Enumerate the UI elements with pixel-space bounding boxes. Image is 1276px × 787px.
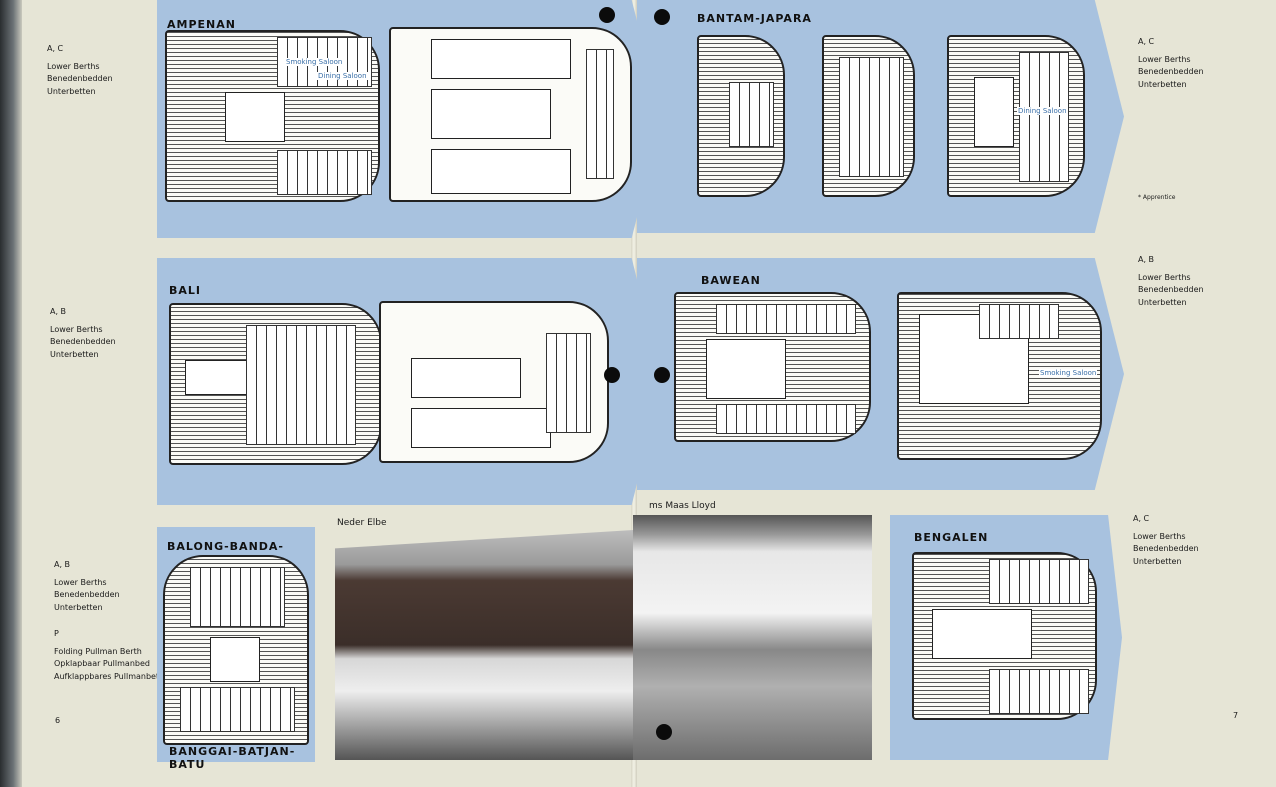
panel-bantam-japara: BANTAM-JAPARA Dining Saloon bbox=[637, 0, 1124, 233]
deck-plan bbox=[379, 301, 609, 463]
legend-key: A, C bbox=[1138, 37, 1155, 46]
legend-line: Folding Pullman Berth bbox=[54, 646, 142, 656]
ship-name: BENGALEN bbox=[914, 531, 989, 544]
binder-hole bbox=[654, 367, 670, 383]
room-label-smoking: Smoking Saloon bbox=[285, 58, 344, 66]
page-number: 7 bbox=[1233, 711, 1239, 720]
ship-name: BAWEAN bbox=[701, 274, 761, 287]
deck-plan: Dining Saloon bbox=[947, 35, 1085, 197]
binder-hole bbox=[599, 7, 615, 23]
binder-hole bbox=[654, 9, 670, 25]
legend-line: Unterbetten bbox=[47, 86, 96, 96]
deck-plan bbox=[389, 27, 632, 202]
room-label-dining: Dining Saloon bbox=[1017, 107, 1068, 115]
legend-line: Unterbetten bbox=[1138, 79, 1187, 89]
legend-line: Benedenbedden bbox=[54, 590, 120, 599]
legend-key: A, C bbox=[1133, 514, 1150, 523]
legend-ac-right-2: A, C Lower Berths Benedenbedden Unterbet… bbox=[1133, 513, 1199, 568]
deck-plan bbox=[697, 35, 785, 197]
legend-line: Lower Berths bbox=[1133, 531, 1186, 541]
panel-bengalen: BENGALEN bbox=[890, 515, 1122, 760]
legend-line: Unterbetten bbox=[54, 602, 103, 612]
page-number: 6 bbox=[55, 716, 61, 725]
legend-line: Benedenbedden bbox=[50, 337, 116, 346]
legend-key: A, C bbox=[47, 44, 64, 53]
legend-key: A, B bbox=[1138, 255, 1155, 264]
binder-hole bbox=[604, 367, 620, 383]
panel-bali: BALI bbox=[157, 258, 662, 505]
legend-line: Benedenbedden bbox=[1138, 285, 1204, 294]
legend-ab: A, B Lower Berths Benedenbedden Unterbet… bbox=[50, 306, 116, 361]
deck-plan bbox=[169, 303, 382, 465]
legend-line: Benedenbedden bbox=[1133, 544, 1199, 553]
legend-line: Aufklappbares Pullmanbett bbox=[54, 671, 163, 681]
ship-name: BANTAM-JAPARA bbox=[697, 12, 812, 25]
deck-plan bbox=[912, 552, 1097, 720]
legend-p: P Folding Pullman Berth Opklapbaar Pullm… bbox=[54, 628, 162, 683]
photo-neder-elbe-lounge bbox=[335, 530, 633, 760]
binder-hole bbox=[656, 724, 672, 740]
legend-ac-right: A, C Lower Berths Benedenbedden Unterbet… bbox=[1138, 36, 1204, 91]
legend-key: A, B bbox=[54, 560, 71, 569]
legend-line: Lower Berths bbox=[1138, 54, 1191, 64]
apprentice-note: * Apprentice bbox=[1138, 194, 1176, 201]
deck-plan: Smoking Saloon Dining Saloon bbox=[165, 30, 380, 202]
legend-line: Benedenbedden bbox=[47, 74, 113, 83]
deck-plan bbox=[822, 35, 915, 197]
legend-line: Lower Berths bbox=[50, 324, 103, 334]
legend-key: A, B bbox=[50, 307, 67, 316]
photo-caption: Neder Elbe bbox=[337, 518, 387, 528]
ship-name: AMPENAN bbox=[167, 18, 236, 31]
legend-line: Unterbetten bbox=[50, 349, 99, 359]
deck-plan: Smoking Saloon bbox=[897, 292, 1102, 460]
legend-ab-right: A, B Lower Berths Benedenbedden Unterbet… bbox=[1138, 254, 1204, 309]
photo-maas-lloyd-lounge bbox=[633, 515, 872, 760]
legend-line: Unterbetten bbox=[1138, 297, 1187, 307]
legend-line: Benedenbedden bbox=[1138, 67, 1204, 76]
room-label-smoking: Smoking Saloon bbox=[1039, 369, 1098, 377]
binding-edge bbox=[0, 0, 22, 787]
panel-bawean: BAWEAN Smoking Saloon bbox=[637, 258, 1124, 490]
legend-line: Opklapbaar Pullmanbed bbox=[54, 659, 150, 668]
ship-name: BALI bbox=[169, 284, 201, 297]
legend-line: Lower Berths bbox=[54, 577, 107, 587]
ship-name: BANGGAI-BATJAN-BATU bbox=[169, 745, 296, 771]
deck-plan bbox=[674, 292, 871, 442]
ship-name: BALONG-BANDA- bbox=[167, 540, 284, 553]
room-label-dining: Dining Saloon bbox=[317, 72, 368, 80]
legend-line: Lower Berths bbox=[47, 61, 100, 71]
legend-ab-2: A, B Lower Berths Benedenbedden Unterbet… bbox=[54, 559, 120, 614]
legend-line: Lower Berths bbox=[1138, 272, 1191, 282]
deck-plan bbox=[163, 555, 309, 745]
legend-line: Unterbetten bbox=[1133, 556, 1182, 566]
photo-caption: ms Maas Lloyd bbox=[649, 501, 716, 511]
legend-ac: A, C Lower Berths Benedenbedden Unterbet… bbox=[47, 43, 113, 98]
panel-balong-banda: BALONG-BANDA- BANGGAI-BATJAN-BATU bbox=[157, 527, 315, 771]
legend-key: P bbox=[54, 629, 59, 638]
panel-ampenan: AMPENAN Smoking Saloon Dining Saloon bbox=[157, 0, 662, 238]
